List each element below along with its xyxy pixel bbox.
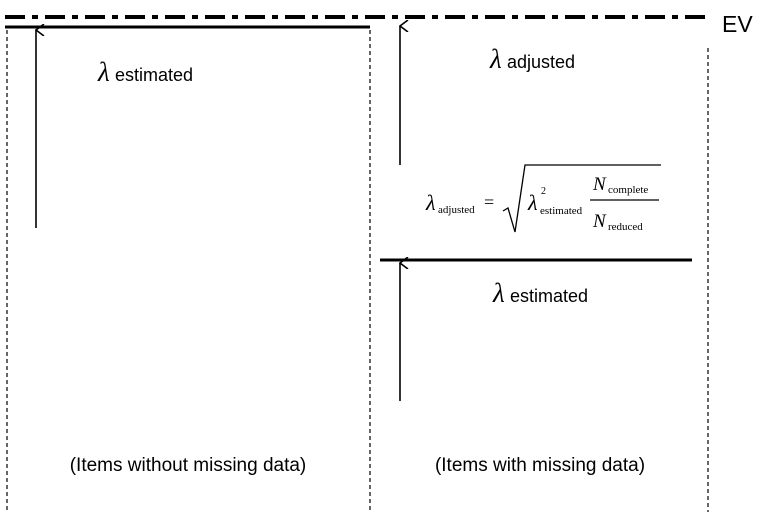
right-panel-caption: (Items with missing data) bbox=[435, 455, 645, 476]
formula-rhs-subscript: estimated bbox=[540, 205, 583, 217]
right-lambda-symbol-adjusted: λ bbox=[489, 44, 502, 74]
adjustment-formula: λ adjusted = λ 2 estimated N complete N … bbox=[425, 164, 661, 233]
formula-lambda-lhs: λ bbox=[425, 190, 436, 215]
left-lambda-estimated-label: λ estimated bbox=[97, 57, 193, 87]
right-lambda-symbol-estimated: λ bbox=[492, 278, 505, 308]
formula-denominator-subscript: reduced bbox=[608, 221, 643, 233]
left-estimated-subscript: estimated bbox=[115, 65, 193, 85]
formula-lambda-rhs: λ bbox=[527, 190, 538, 215]
left-panel-caption: (Items without missing data) bbox=[70, 455, 307, 476]
formula-numerator-subscript: complete bbox=[608, 184, 648, 196]
formula-square: 2 bbox=[541, 186, 546, 197]
formula-lhs-subscript: adjusted bbox=[438, 204, 475, 216]
formula-numerator-n: N bbox=[592, 174, 607, 195]
right-estimated-subscript: estimated bbox=[510, 286, 588, 306]
right-lambda-estimated-label: λ estimated bbox=[492, 278, 588, 308]
right-adjusted-subscript: adjusted bbox=[507, 52, 575, 72]
formula-equals: = bbox=[484, 192, 494, 212]
formula-denominator-n: N bbox=[592, 211, 607, 232]
ev-label: EV bbox=[722, 11, 753, 37]
formula-sqrt-sign bbox=[502, 164, 661, 233]
left-lambda-symbol: λ bbox=[97, 57, 110, 87]
right-lambda-adjusted-label: λ adjusted bbox=[489, 44, 575, 74]
